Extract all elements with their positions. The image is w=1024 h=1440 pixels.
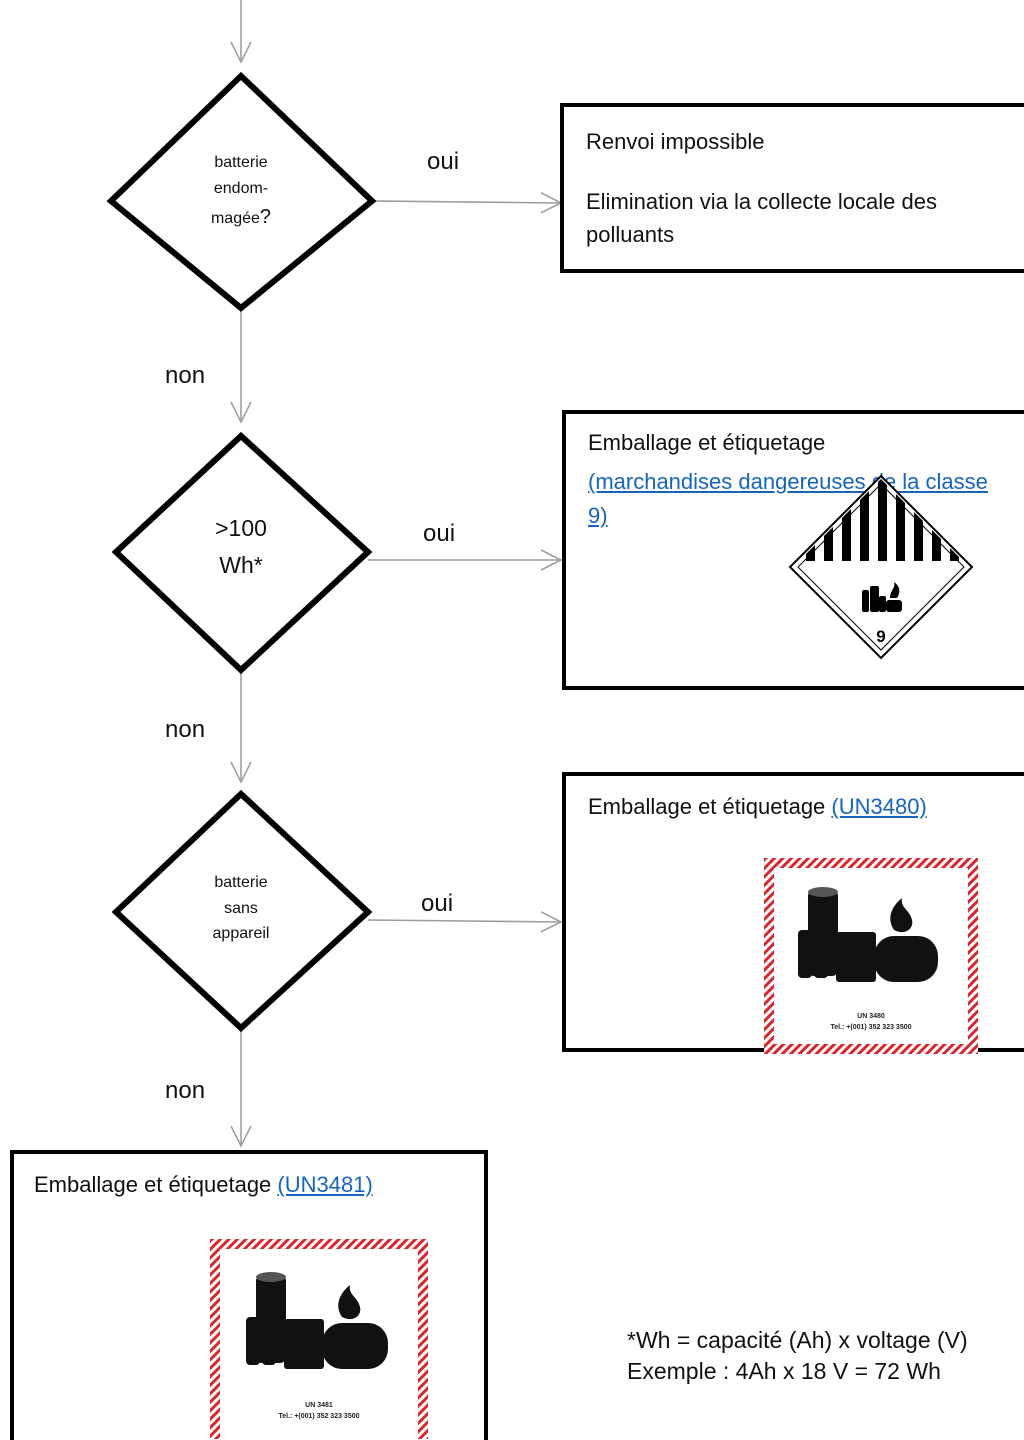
battery-icon [862, 582, 902, 612]
label-no-1: non [165, 362, 206, 389]
class9-hazard-label: 9 [788, 474, 974, 660]
battery-cells-icon [798, 890, 938, 982]
decision-line: appareil [212, 925, 270, 943]
un3481-phone: Tel.: +(001) 352 323 3500 [278, 1413, 359, 1420]
class9-link[interactable]: (marchandises dangereuses de la classe 9… [588, 469, 988, 529]
decision-diamond-damaged [106, 71, 377, 312]
un3481-battery-label: UN 3481 Tel.: +(001) 352 323 3500 [210, 1239, 428, 1439]
outcome-title-class9: Emballage et étiquetage [588, 430, 826, 455]
decision-diamond-wh [111, 431, 373, 675]
decision-line: Wh* [219, 551, 263, 578]
flame-icon [890, 898, 913, 933]
label-yes-3: oui [421, 890, 454, 917]
class9-number: 9 [876, 627, 885, 646]
outcome-title-un3480: Emballage et étiquetage (UN3480) [588, 792, 927, 823]
arrow-yes-1 [371, 192, 563, 214]
flame-icon [338, 1285, 361, 1320]
un3480-phone: Tel.: +(001) 352 323 3500 [830, 1024, 911, 1031]
decision-line: >100 [215, 515, 267, 541]
decision-text-standalone: batterie sans appareil [171, 870, 311, 947]
outcome-text-damaged-1: Renvoi impossible [586, 129, 765, 154]
un3480-link[interactable]: (UN3480) [831, 794, 927, 819]
outcome-title-un3481: Emballage et étiquetage (UN3481) [34, 1170, 373, 1201]
footnote-example: Exemple : 4Ah x 18 V = 72 Wh [627, 1358, 941, 1385]
un3481-link[interactable]: (UN3481) [277, 1172, 373, 1197]
decision-line: sans [224, 899, 258, 917]
decision-line: batterie [214, 874, 268, 891]
footnote-formula: *Wh = capacité (Ah) x voltage (V) [627, 1327, 968, 1353]
label-no-2: non [165, 716, 206, 743]
outcome-title-text: Emballage et étiquetage [588, 794, 832, 819]
outcome-text-damaged-2: Elimination via la collecte locale des p… [586, 189, 937, 247]
outcome-title-text: Emballage et étiquetage [34, 1172, 278, 1197]
outcome-box-damaged [560, 103, 1024, 273]
decision-line-with-suffix: magée? [171, 201, 311, 233]
arrow-yes-3 [367, 911, 563, 933]
decision-text-damaged: batterie endom- magée? [171, 150, 311, 233]
question-mark: ? [259, 206, 272, 229]
decision-line: magée [210, 210, 260, 228]
un3481-number: UN 3481 [305, 1402, 333, 1409]
decision-line: batterie [214, 154, 268, 171]
battery-cells-icon [246, 1275, 388, 1369]
decision-line: endom- [213, 179, 269, 197]
decision-text-wh: >100 Wh* [171, 510, 311, 584]
label-no-3: non [165, 1077, 206, 1104]
label-yes-2: oui [423, 520, 456, 547]
decision-diamond-standalone [111, 789, 373, 1033]
un3480-number: UN 3480 [857, 1013, 885, 1020]
label-yes-1: oui [427, 148, 460, 175]
un3480-battery-label: UN 3480 Tel.: +(001) 352 323 3500 [764, 858, 978, 1054]
footnote: *Wh = capacité (Ah) x voltage (V) Exempl… [627, 1325, 968, 1387]
